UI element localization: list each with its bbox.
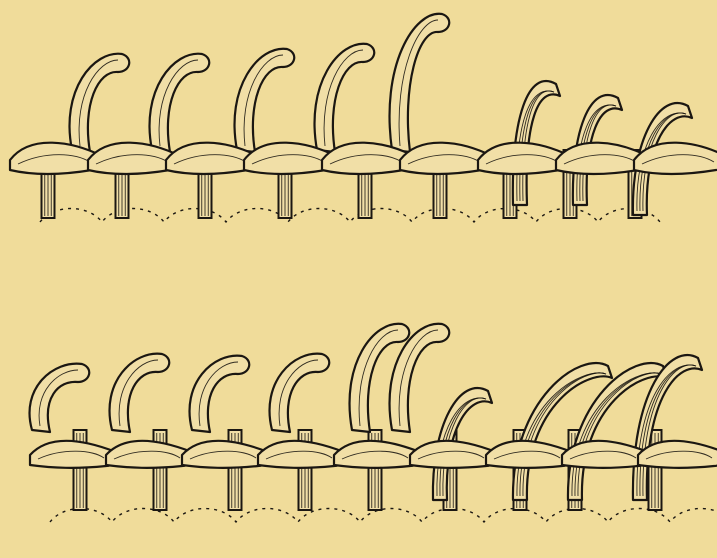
lower-weaver-1 [30, 441, 118, 468]
lower-weaver-5 [334, 441, 422, 468]
lower-weave-illustration [30, 324, 717, 522]
lower-arch-2 [513, 363, 612, 500]
lower-weaver-3 [182, 441, 270, 468]
upper-twist-2 [150, 54, 210, 152]
lower-weaver-6 [410, 441, 498, 468]
upper-twist-5 [390, 14, 450, 152]
lower-weaver-9 [638, 441, 717, 468]
lower-weaver-7 [486, 441, 574, 468]
lower-twist-4 [270, 354, 330, 432]
lower-twist-2 [110, 354, 170, 432]
upper-twist-1 [70, 54, 130, 152]
lower-weaver-4 [258, 441, 346, 468]
lower-weaver-2 [106, 441, 194, 468]
upper-twist-4 [315, 44, 375, 152]
upper-twist-3 [235, 49, 295, 152]
lower-dotted-baseline [50, 509, 717, 523]
lower-twist-1 [30, 364, 90, 432]
upper-weave-illustration [10, 14, 717, 222]
lower-twist-3 [190, 356, 250, 432]
